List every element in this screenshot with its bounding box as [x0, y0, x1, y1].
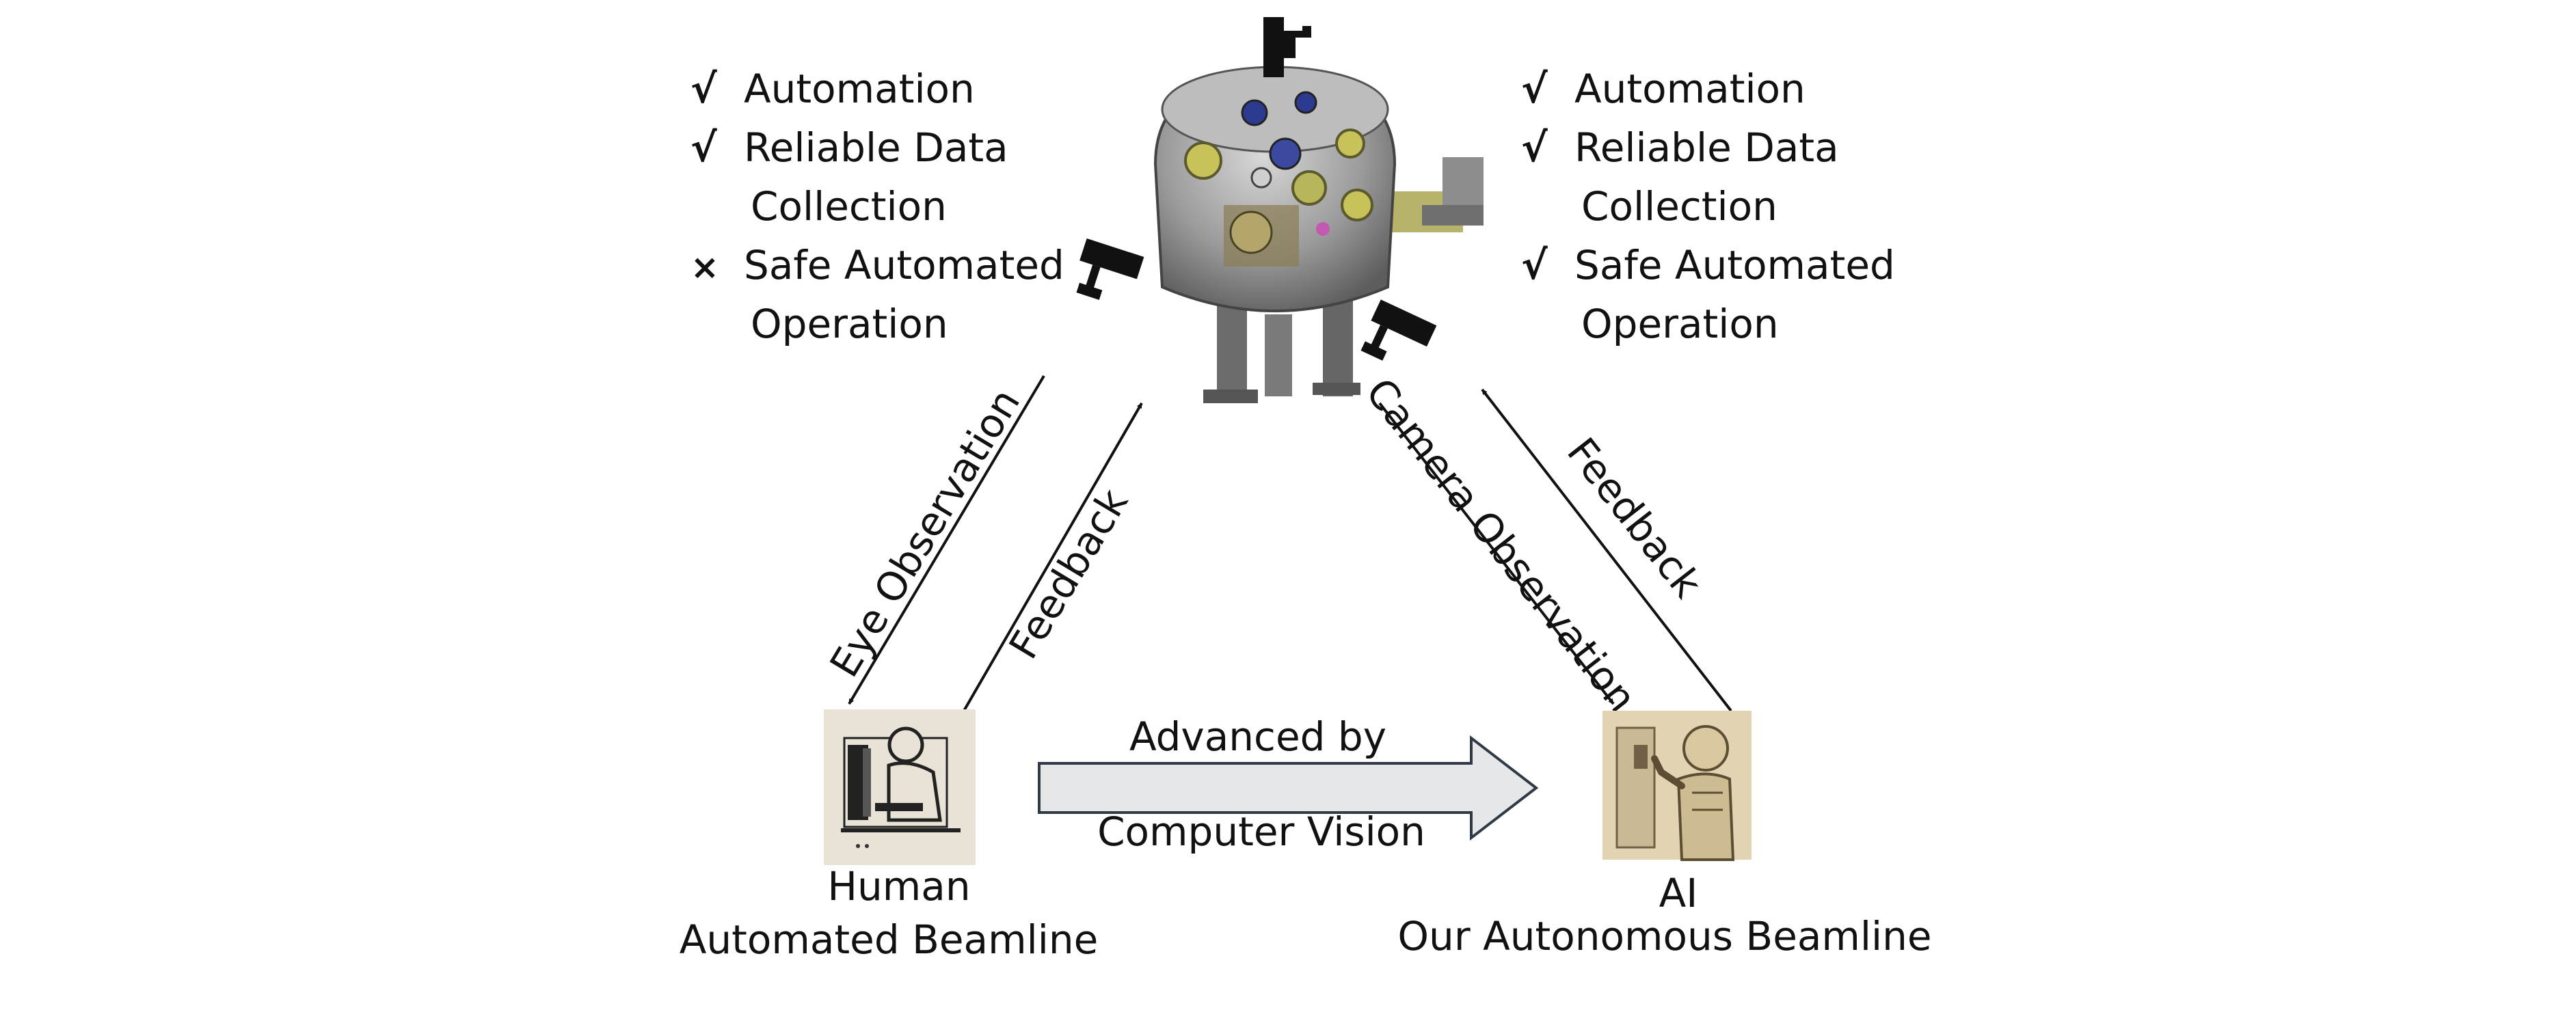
human-operator-illustration: [824, 709, 976, 865]
checklist-item-text: Safe Automated: [744, 242, 1064, 288]
checklist-item-text: Automation: [1574, 66, 1806, 112]
checkmark-icon: √: [1521, 66, 1548, 112]
checklist-item-text: Reliable Data: [744, 124, 1008, 171]
checkmark-icon: √: [1521, 124, 1548, 171]
transition-line2: Computer Vision: [1097, 808, 1425, 855]
checkmark-icon: √: [690, 124, 717, 171]
checkmark-icon: √: [1521, 242, 1548, 288]
feedback-right-arrow: [1481, 388, 1732, 712]
camera-icon: [1360, 299, 1437, 361]
camera-icon: [1263, 17, 1311, 77]
ai-robot-illustration: [1602, 711, 1752, 861]
checklist-item-text: Collection: [751, 183, 947, 230]
checklist-item-text: Automation: [744, 66, 975, 112]
feedback-left-label: Feedback: [1000, 480, 1138, 666]
checklist-item-text: Safe Automated: [1574, 242, 1895, 288]
checklist-item-text: Operation: [1581, 301, 1779, 347]
feedback-left-arrow: [963, 402, 1143, 712]
vacuum-chamber-illustration: [1076, 17, 1484, 403]
checklist-item-text: Reliable Data: [1574, 124, 1839, 171]
human-sublabel: Automated Beamline: [680, 916, 1099, 963]
checkmark-icon: √: [690, 66, 717, 112]
ai-label: AI: [1659, 870, 1698, 916]
camera-icon: [1076, 238, 1144, 300]
transition-line1: Advanced by: [1129, 713, 1386, 760]
eye-observation-label: Eye Observation: [821, 381, 1030, 685]
camera-observation-arrow: [1378, 402, 1615, 705]
checklist-item-text: Collection: [1581, 183, 1777, 230]
cross-icon: ×: [690, 247, 719, 287]
checklist-item-text: Operation: [751, 301, 948, 347]
ai-sublabel: Our Autonomous Beamline: [1397, 913, 1931, 959]
transition-arrow: [1038, 735, 1539, 841]
human-label: Human: [827, 863, 970, 910]
eye-observation-arrow: [848, 374, 1045, 705]
